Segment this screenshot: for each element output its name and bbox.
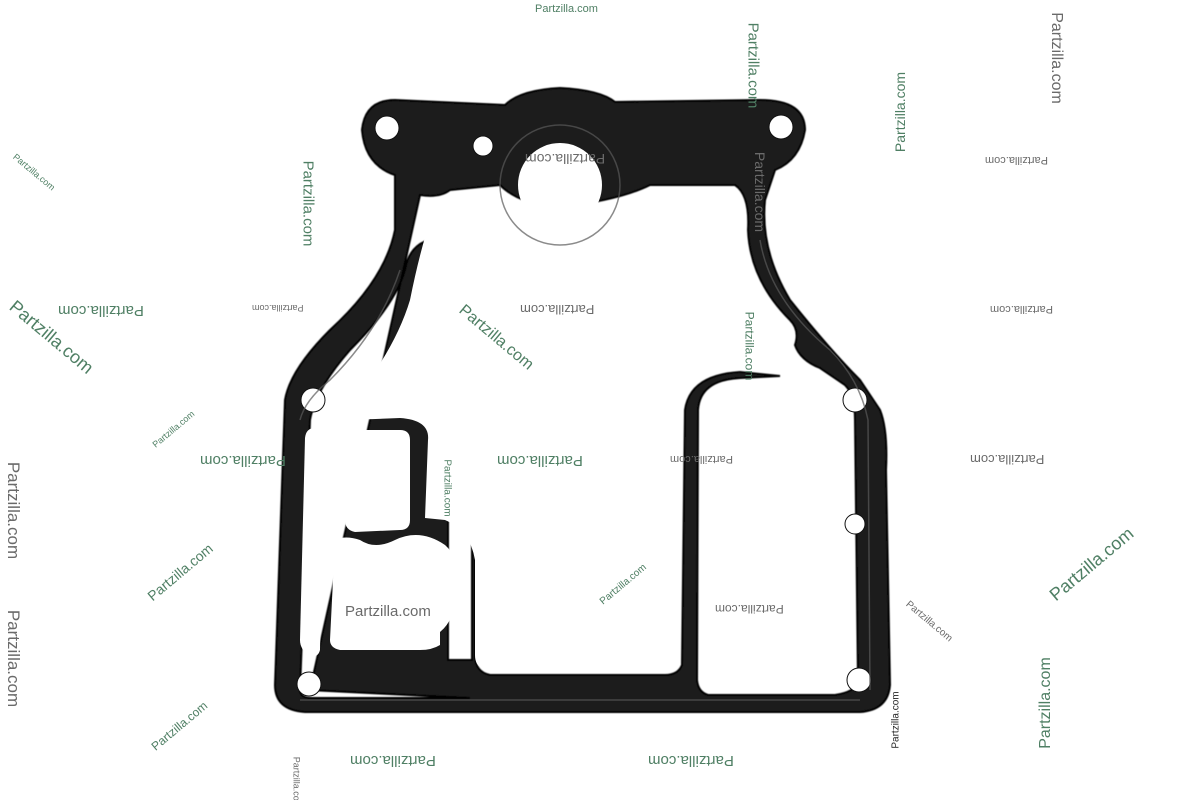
gasket-cutouts — [300, 143, 835, 672]
center-port-hole — [518, 143, 602, 227]
bead-lines — [299, 124, 871, 701]
left-slot-cutout — [300, 428, 325, 657]
bolt-hole-right — [842, 387, 868, 413]
bolt-hole-top-right — [768, 114, 794, 140]
right-bead-line — [759, 239, 871, 691]
left-upper-cutout — [345, 430, 410, 532]
center-large-cutout — [347, 205, 788, 668]
bolt-hole-top-inner — [472, 135, 494, 157]
left-cutout — [330, 535, 459, 650]
port-bead-ring — [499, 124, 621, 246]
bolt-holes — [296, 114, 872, 697]
bolt-hole-top-left — [374, 115, 400, 141]
bolt-hole-bottom-right — [846, 667, 872, 693]
bolt-hole-bottom-left — [296, 671, 322, 697]
bolt-hole-right-inner — [844, 513, 866, 535]
left-bead-line — [299, 269, 401, 421]
right-lower-cutout — [712, 538, 835, 672]
bolt-hole-left — [300, 387, 326, 413]
